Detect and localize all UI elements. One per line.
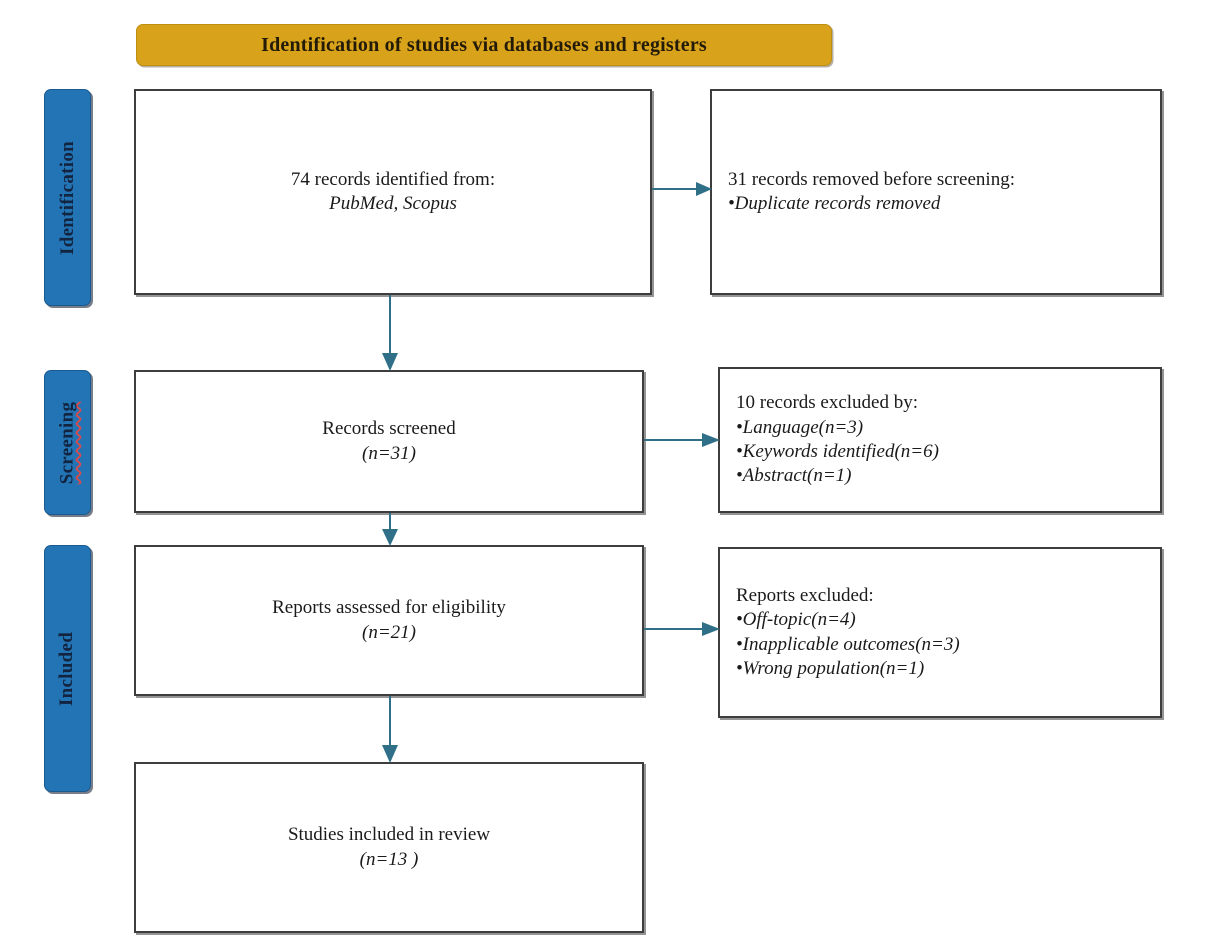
box-records-identified: 74 records identified from: PubMed, Scop… <box>134 89 652 295</box>
box-records-identified-line-1: 74 records identified from: <box>290 168 496 190</box>
box-reports-excluded: Reports excluded: •Off-topic(n=4) •Inapp… <box>718 547 1162 718</box>
box-studies-included: Studies included in review (n=13 ) <box>134 762 644 933</box>
stage-label-included: Included <box>44 545 91 792</box>
arrow-eligibility-to-excluded-icon <box>644 622 720 636</box>
box-reports-assessed: Reports assessed for eligibility (n=21) <box>134 545 644 696</box>
arrow-identified-to-screened-icon <box>382 295 398 371</box>
box-records-excluded-line-2: •Language(n=3) <box>736 416 864 438</box>
box-records-removed-line-2: •Duplicate records removed <box>728 193 941 214</box>
stage-label-included-text: Included <box>56 631 78 706</box>
stage-label-identification-text: Identification <box>56 140 78 255</box>
box-records-screened: Records screened (n=31) <box>134 370 644 513</box>
box-records-identified-line-2: PubMed, Scopus <box>329 193 457 214</box>
header-banner-title: Identification of studies via databases … <box>261 33 707 56</box>
stage-label-identification: Identification <box>44 89 91 306</box>
box-studies-included-line-2: (n=13 ) <box>359 848 419 870</box>
box-reports-excluded-line-3: •Inapplicable outcomes(n=3) <box>736 633 960 655</box>
box-reports-assessed-line-1: Reports assessed for eligibility <box>272 597 506 619</box>
box-records-screened-line-1: Records screened <box>322 418 456 440</box>
box-records-screened-line-2: (n=31) <box>362 442 416 464</box>
box-reports-excluded-line-4: •Wrong population(n=1) <box>736 657 925 679</box>
box-reports-excluded-line-2: •Off-topic(n=4) <box>736 609 856 631</box>
stage-label-screening: Screening <box>44 370 91 515</box>
box-studies-included-line-1: Studies included in review <box>287 824 491 846</box>
arrow-identified-to-removed-icon <box>652 182 712 196</box>
arrow-eligibility-to-included-icon <box>382 696 398 763</box>
stage-label-screening-text: Screening <box>56 401 78 484</box>
box-records-excluded: 10 records excluded by: •Language(n=3) •… <box>718 367 1162 513</box>
box-records-removed-line-1: 31 records removed before screening: <box>728 168 1015 190</box>
arrow-screened-to-eligibility-icon <box>382 513 398 546</box>
box-records-excluded-line-1: 10 records excluded by: <box>736 392 919 414</box>
box-records-excluded-line-4: •Abstract(n=1) <box>736 465 852 487</box>
box-reports-excluded-line-1: Reports excluded: <box>736 584 874 606</box>
box-records-removed: 31 records removed before screening: •Du… <box>710 89 1162 295</box>
header-banner: Identification of studies via databases … <box>136 24 832 66</box>
box-records-excluded-line-3: •Keywords identified(n=6) <box>736 441 939 462</box>
box-reports-assessed-line-2: (n=21) <box>362 621 416 643</box>
arrow-screened-to-excluded-icon <box>644 433 720 447</box>
